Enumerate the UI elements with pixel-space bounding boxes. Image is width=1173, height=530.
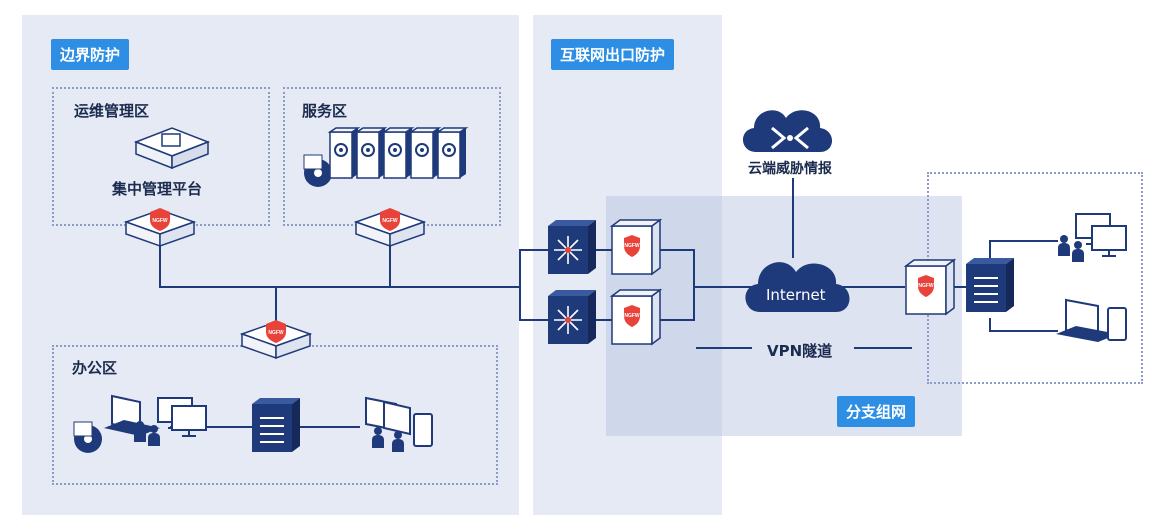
internet-label: Internet xyxy=(766,286,826,304)
vpn-tunnel-label: VPN隧道 xyxy=(767,342,833,360)
office-monitors-icon xyxy=(157,397,207,437)
edr-disc-icon xyxy=(303,154,332,187)
office-zone-label: 办公区 xyxy=(72,359,118,377)
border-protection-badge: 边界防护 xyxy=(51,39,130,70)
internet-cloud-icon xyxy=(745,262,850,312)
ngfw-ops-icon xyxy=(125,207,195,247)
ngfw-server-icon xyxy=(355,207,425,247)
server-zone-label: 服务区 xyxy=(302,102,348,120)
branch-laptop-icon xyxy=(1056,298,1127,342)
ngfw-office-icon xyxy=(241,319,311,359)
branch-network-badge: 分支组网 xyxy=(837,396,916,427)
cloud-intel-label: 云端威胁情报 xyxy=(748,161,832,177)
office-users-icon xyxy=(134,421,160,446)
office-edr-disc-icon xyxy=(73,421,102,453)
internet-exit-badge: 互联网出口防护 xyxy=(551,39,675,70)
mgmt-platform-label: 集中管理平台 xyxy=(112,180,203,198)
server-rack-icons xyxy=(329,127,467,179)
branch-desktop-icon xyxy=(1058,213,1127,262)
ngfw-branch-icon xyxy=(905,259,955,315)
router-bottom-icon xyxy=(547,289,597,345)
cloud-intel-icon xyxy=(742,110,832,152)
ops-zone-label: 运维管理区 xyxy=(74,102,150,120)
office-switch-icon xyxy=(251,397,301,453)
office-terminals-icon xyxy=(365,396,433,452)
ngfw-exit-top-icon xyxy=(611,219,661,275)
management-platform-icon xyxy=(133,127,211,170)
branch-switch-icon xyxy=(965,257,1015,313)
router-top-icon xyxy=(547,219,597,275)
ngfw-exit-bottom-icon xyxy=(611,289,661,345)
